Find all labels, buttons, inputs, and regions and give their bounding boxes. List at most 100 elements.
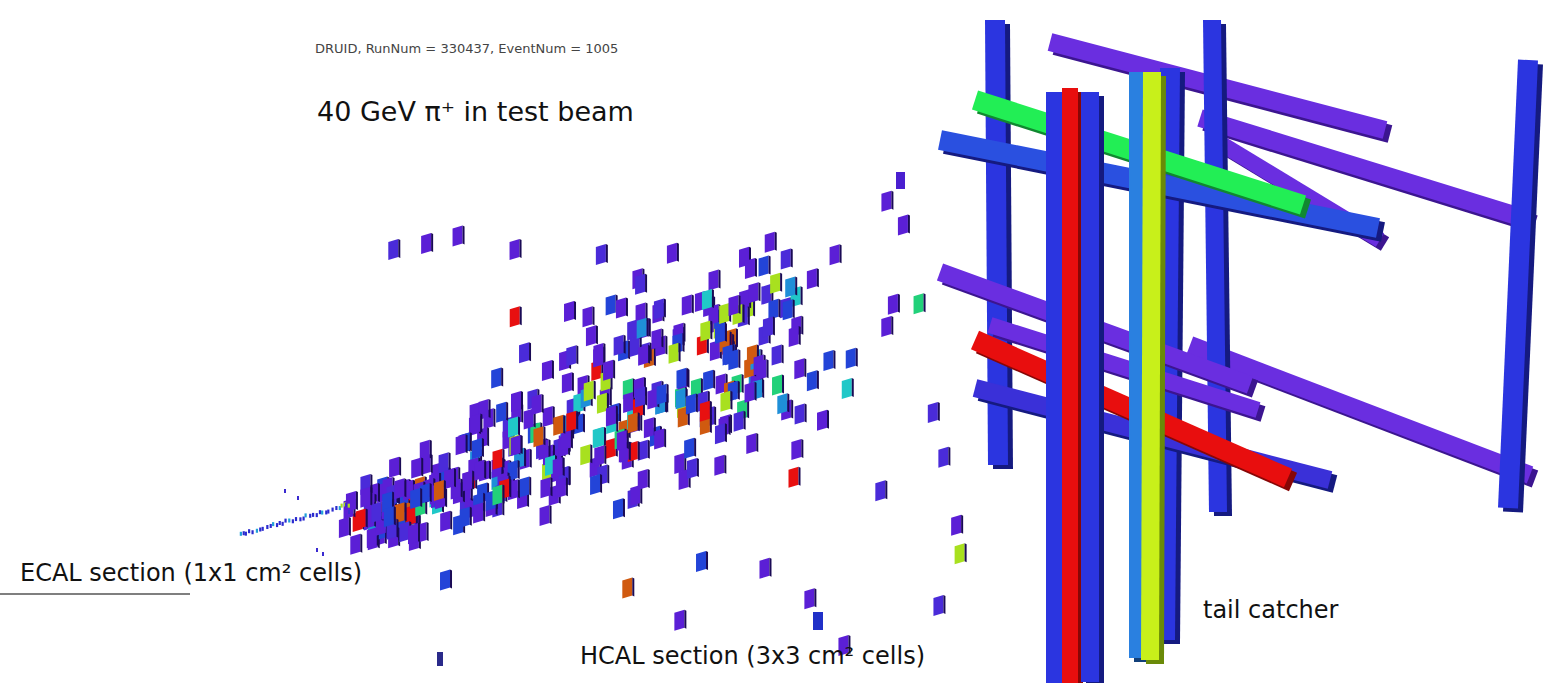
hcal-cell-side	[817, 370, 819, 389]
hcal-cell-side	[787, 393, 789, 412]
hcal-cell	[593, 343, 603, 364]
hcal-cell	[684, 438, 694, 459]
ecal-cell	[312, 513, 314, 517]
hcal-cell-side	[524, 448, 526, 467]
hcal-cell	[540, 505, 550, 526]
hcal-cell-side	[782, 345, 784, 364]
hcal-cell	[511, 391, 521, 412]
hcal-cell	[700, 321, 710, 342]
hcal-cell-side	[743, 304, 745, 323]
hcal-cell-side	[682, 333, 684, 352]
ecal-cell	[302, 517, 304, 521]
hcal-cell-side	[569, 466, 571, 485]
hcal-cell	[955, 543, 965, 564]
tail-catcher-bars	[940, 20, 1535, 683]
hcal-cell	[596, 244, 606, 265]
hcal-cell-side	[924, 293, 926, 312]
hcal-cell-side	[714, 406, 716, 425]
hcal-cell-side	[398, 239, 400, 258]
hcal-cell	[597, 393, 607, 414]
ecal-cell	[322, 552, 324, 556]
hcal-cell	[763, 316, 773, 337]
hcal-cell-side	[725, 423, 727, 442]
hcal-cell	[770, 273, 780, 294]
hcal-cell	[360, 487, 370, 508]
hcal-cell	[728, 349, 738, 370]
hcal-cell-side	[576, 345, 578, 364]
ecal-cell	[344, 502, 346, 506]
ecal-cell	[240, 532, 242, 536]
hcal-cell	[777, 393, 787, 414]
hcal-cell	[384, 506, 394, 527]
hcal-cell	[759, 558, 769, 579]
hcal-cell	[540, 477, 550, 498]
hcal-cell-side	[594, 381, 596, 400]
hcal-cell	[606, 295, 616, 316]
hcal-cell	[586, 325, 596, 346]
hcal-cell	[440, 570, 450, 591]
hcal-cell-side	[719, 269, 721, 288]
hcal-cell	[791, 439, 801, 460]
hcal-cell-side	[801, 439, 803, 458]
hcal-cell	[795, 404, 805, 425]
hcal-cell	[703, 370, 713, 391]
hcal-cell	[807, 370, 817, 391]
hcal-cell-side	[607, 465, 609, 484]
hcal-cell-side	[571, 429, 573, 448]
hcal-cell-side	[638, 412, 640, 431]
hcal-cell	[709, 269, 719, 290]
hcal-cell-side	[529, 477, 531, 496]
hcal-cell	[616, 298, 626, 319]
hcal-cell-side	[405, 502, 407, 521]
hcal-cell-side	[529, 342, 531, 361]
hcal-cell-side	[748, 306, 750, 325]
hcal-cell-side	[730, 391, 732, 410]
hcal-cell-side	[574, 301, 576, 320]
hcal-label: HCAL section (3x3 cm² cells)	[580, 643, 925, 671]
hcal-cell	[470, 414, 480, 435]
hcal-cell-side	[394, 506, 396, 525]
hcal-cell-side	[713, 370, 715, 389]
hcal-cell	[394, 478, 404, 499]
scintillator-strip	[1046, 92, 1064, 683]
hcal-cell	[491, 367, 501, 388]
hcal-cell	[682, 294, 692, 315]
hcal-cell-side	[629, 441, 631, 460]
hcal-cell	[628, 412, 638, 433]
hcal-cell	[542, 360, 552, 381]
ecal-cell	[243, 531, 245, 535]
hcal-cell	[583, 306, 593, 327]
hcal-cell-side	[360, 534, 362, 553]
hcal-cell	[638, 345, 648, 366]
hcal-cell	[339, 517, 349, 538]
hcal-cell	[623, 392, 633, 413]
hcal-cell-side	[619, 403, 621, 422]
hcal-cell-side	[518, 417, 520, 436]
hcal-cell-side	[712, 289, 714, 308]
hcal-cell-side	[744, 411, 746, 430]
hcal-cell-side	[686, 368, 688, 387]
hcal-cell-side	[667, 384, 669, 403]
hcal-cell	[746, 433, 756, 454]
hcal-cell	[635, 386, 645, 407]
hcal-cell-side	[747, 399, 749, 418]
ecal-cell	[305, 513, 307, 517]
hcal-cell-side	[696, 393, 698, 412]
hcal-cell-side	[891, 316, 893, 335]
hcal-cell	[657, 384, 667, 405]
hcal-cell	[830, 244, 840, 265]
hcal-cell-side	[791, 399, 793, 418]
hcal-cell	[628, 441, 638, 462]
hcal-cell	[622, 578, 632, 599]
hcal-cell-side	[397, 519, 399, 538]
hcal-cell	[696, 551, 706, 572]
hcal-cell-side	[710, 401, 712, 420]
hcal-cell-side	[550, 477, 552, 496]
hcal-cell-side	[801, 286, 803, 305]
hcal-cell-side	[503, 449, 505, 468]
hcal-cell-side	[769, 256, 771, 275]
hcal-cell	[813, 612, 823, 630]
scintillator-strip	[1081, 92, 1099, 682]
hcal-cell	[676, 368, 686, 389]
